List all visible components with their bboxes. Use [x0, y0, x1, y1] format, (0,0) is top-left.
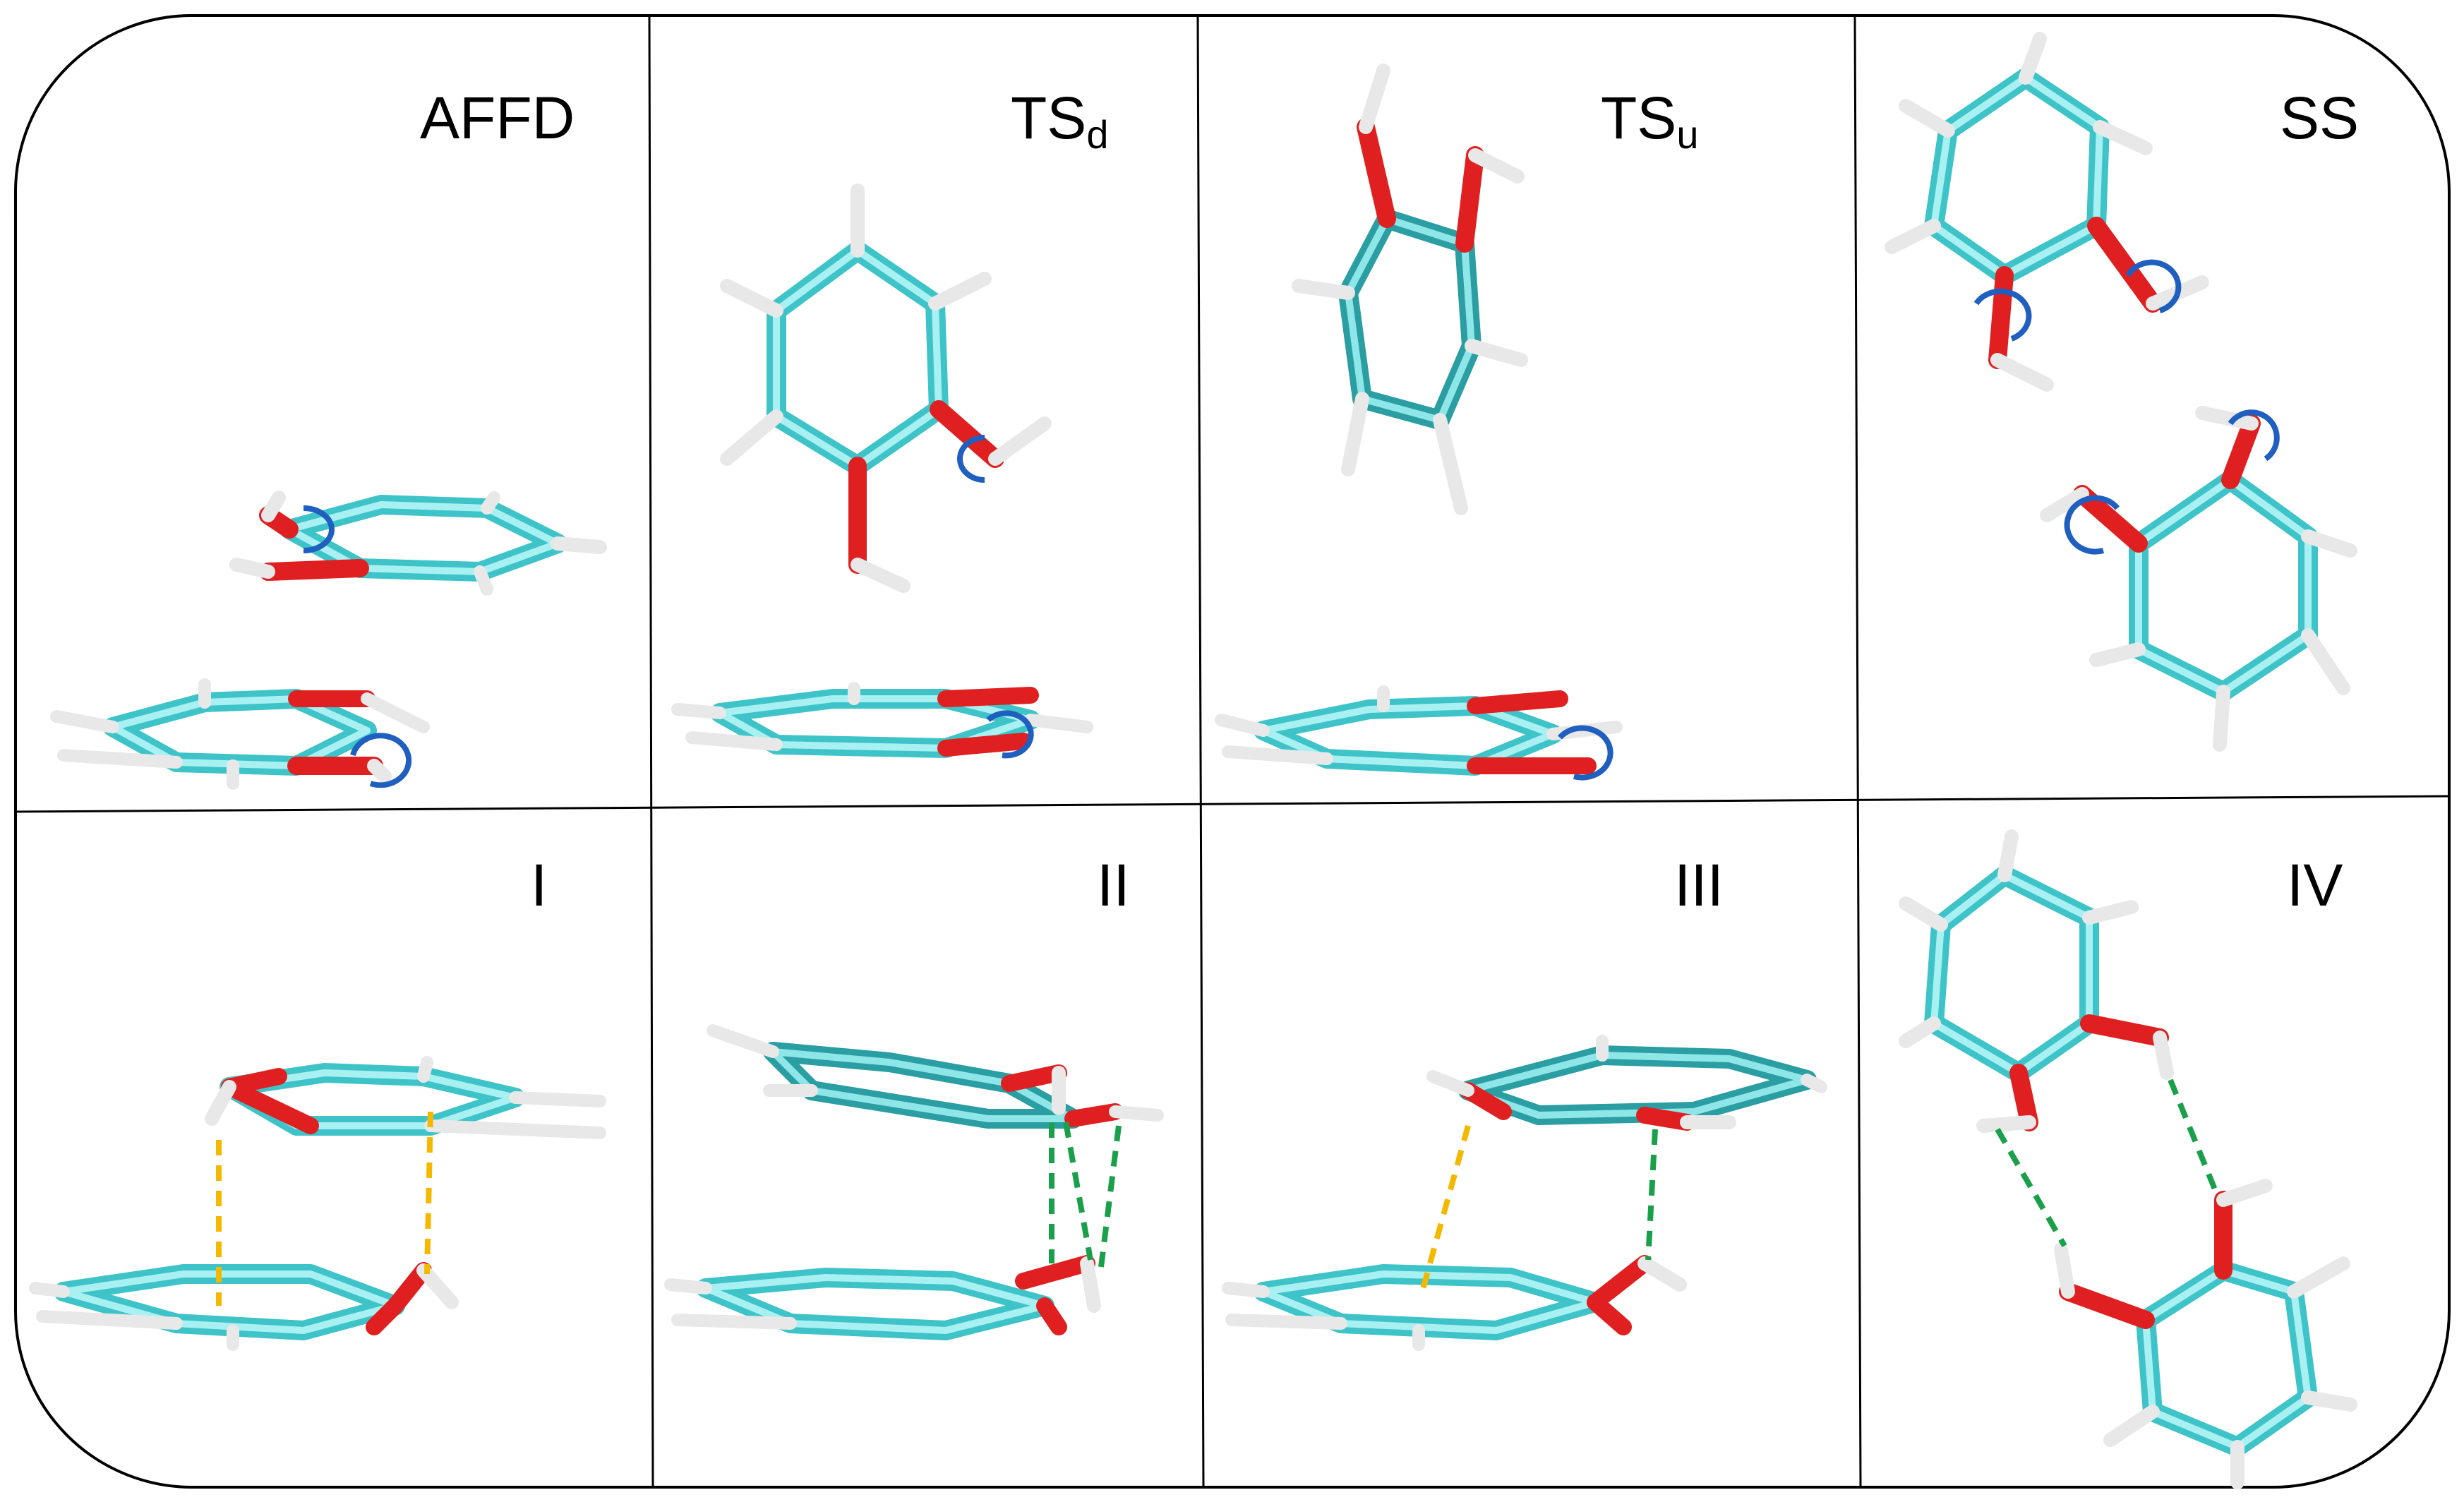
hydrogen-bond-dashed-line: [1419, 1124, 1471, 1293]
panel-label-iii: III: [1674, 852, 1724, 918]
panel-tsd-molecules: [671, 184, 1093, 758]
hydrogen-bond-dashed-line: [1995, 1079, 2219, 1247]
rotation-arrow-icon: [1973, 259, 2280, 555]
panel-label-i: I: [531, 852, 548, 918]
panel-affd-molecules: [50, 491, 607, 790]
divider-vertical-3: [1853, 15, 1862, 1488]
rotation-arrow-icon: [303, 505, 412, 788]
panel-tsu-molecules: [1215, 64, 1623, 776]
panel-label-tsu: TSu: [1601, 85, 1699, 157]
outer-rounded-frame: [14, 14, 2451, 1489]
panel-iv-molecules: [1899, 829, 2357, 1489]
panel-label-affd: AFFD: [420, 85, 575, 151]
panel-label-ii: II: [1097, 852, 1130, 918]
divider-vertical-1: [648, 15, 654, 1488]
divider-horizontal: [15, 795, 2450, 813]
divider-vertical-2: [1196, 15, 1205, 1488]
rotation-arrow-icon: [957, 435, 1034, 759]
panel-label-iv: IV: [2287, 852, 2343, 918]
hydrogen-bond-dashed-line: [1049, 1122, 1122, 1268]
rotation-arrow-icon: [1558, 725, 1613, 781]
panel-ii-molecules: [664, 1024, 1164, 1340]
panel-label-ss: SS: [2280, 85, 2360, 151]
hydrogen-bond-dashed-line: [1645, 1129, 1658, 1261]
panel-iii-molecules: [1222, 1035, 1827, 1351]
hydrogen-bond-dashed-line: [216, 1111, 433, 1306]
panel-label-tsd: TSd: [1011, 85, 1109, 157]
panel-i-molecules: [29, 1056, 606, 1351]
panel-ss-molecules: [1885, 32, 2357, 752]
